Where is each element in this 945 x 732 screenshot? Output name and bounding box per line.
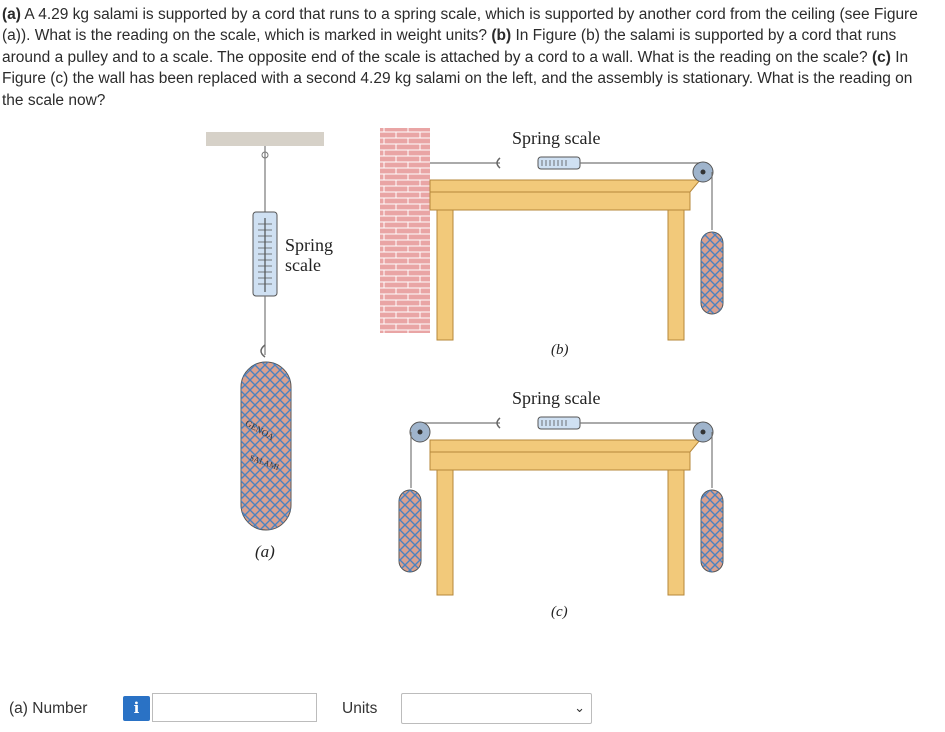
units-label: Units (342, 700, 378, 717)
chevron-down-icon: ⌄ (574, 701, 585, 716)
part-c-text: In Figure (c) the wall has been replaced… (2, 48, 913, 109)
spring-label-a-line1: Spring (285, 235, 334, 255)
spring-label-a-line2: scale (285, 255, 321, 275)
caption-a: (a) (255, 542, 275, 561)
part-a-number-label: (a) Number (9, 700, 88, 717)
ceiling (206, 132, 324, 146)
part-b-text: In Figure (b) the salami is supported by… (2, 27, 897, 66)
number-input[interactable] (152, 693, 317, 722)
spring-scale-c (496, 416, 581, 430)
salami-c-left (398, 489, 422, 573)
part-a-text: A 4.29 kg salami is supported by a cord … (2, 6, 918, 45)
salami-c-right (700, 489, 724, 573)
question-text: (a) A 4.29 kg salami is supported by a c… (2, 4, 937, 111)
pulley-c-right (692, 421, 714, 443)
figure-a (206, 132, 324, 531)
spring-scale-label-c: Spring scale (512, 388, 601, 408)
figure-b (380, 128, 724, 341)
spring-scale-b (496, 156, 581, 170)
pulley-b (692, 161, 714, 183)
caption-b: (b) (551, 342, 569, 358)
part-b-label: (b) (491, 27, 512, 45)
answer-row: (a) Number i Units ⌄ (0, 690, 945, 730)
physics-figure: Spring scale Spring scale Spring scale (… (0, 120, 945, 640)
figure-drawing (206, 128, 724, 596)
table-c (429, 439, 702, 596)
pulley-c-left (409, 421, 431, 443)
info-icon[interactable]: i (123, 696, 150, 721)
salami-a (240, 361, 292, 531)
spring-scale-a (252, 211, 278, 297)
table-b (429, 179, 702, 341)
figure-c (398, 416, 724, 596)
part-a-label: (a) (2, 6, 21, 23)
units-select[interactable]: ⌄ (401, 693, 592, 724)
part-c-label: (c) (871, 48, 891, 66)
caption-c: (c) (551, 604, 568, 620)
salami-b (700, 231, 724, 315)
brick-wall (380, 128, 430, 333)
spring-scale-label-b: Spring scale (512, 128, 601, 148)
